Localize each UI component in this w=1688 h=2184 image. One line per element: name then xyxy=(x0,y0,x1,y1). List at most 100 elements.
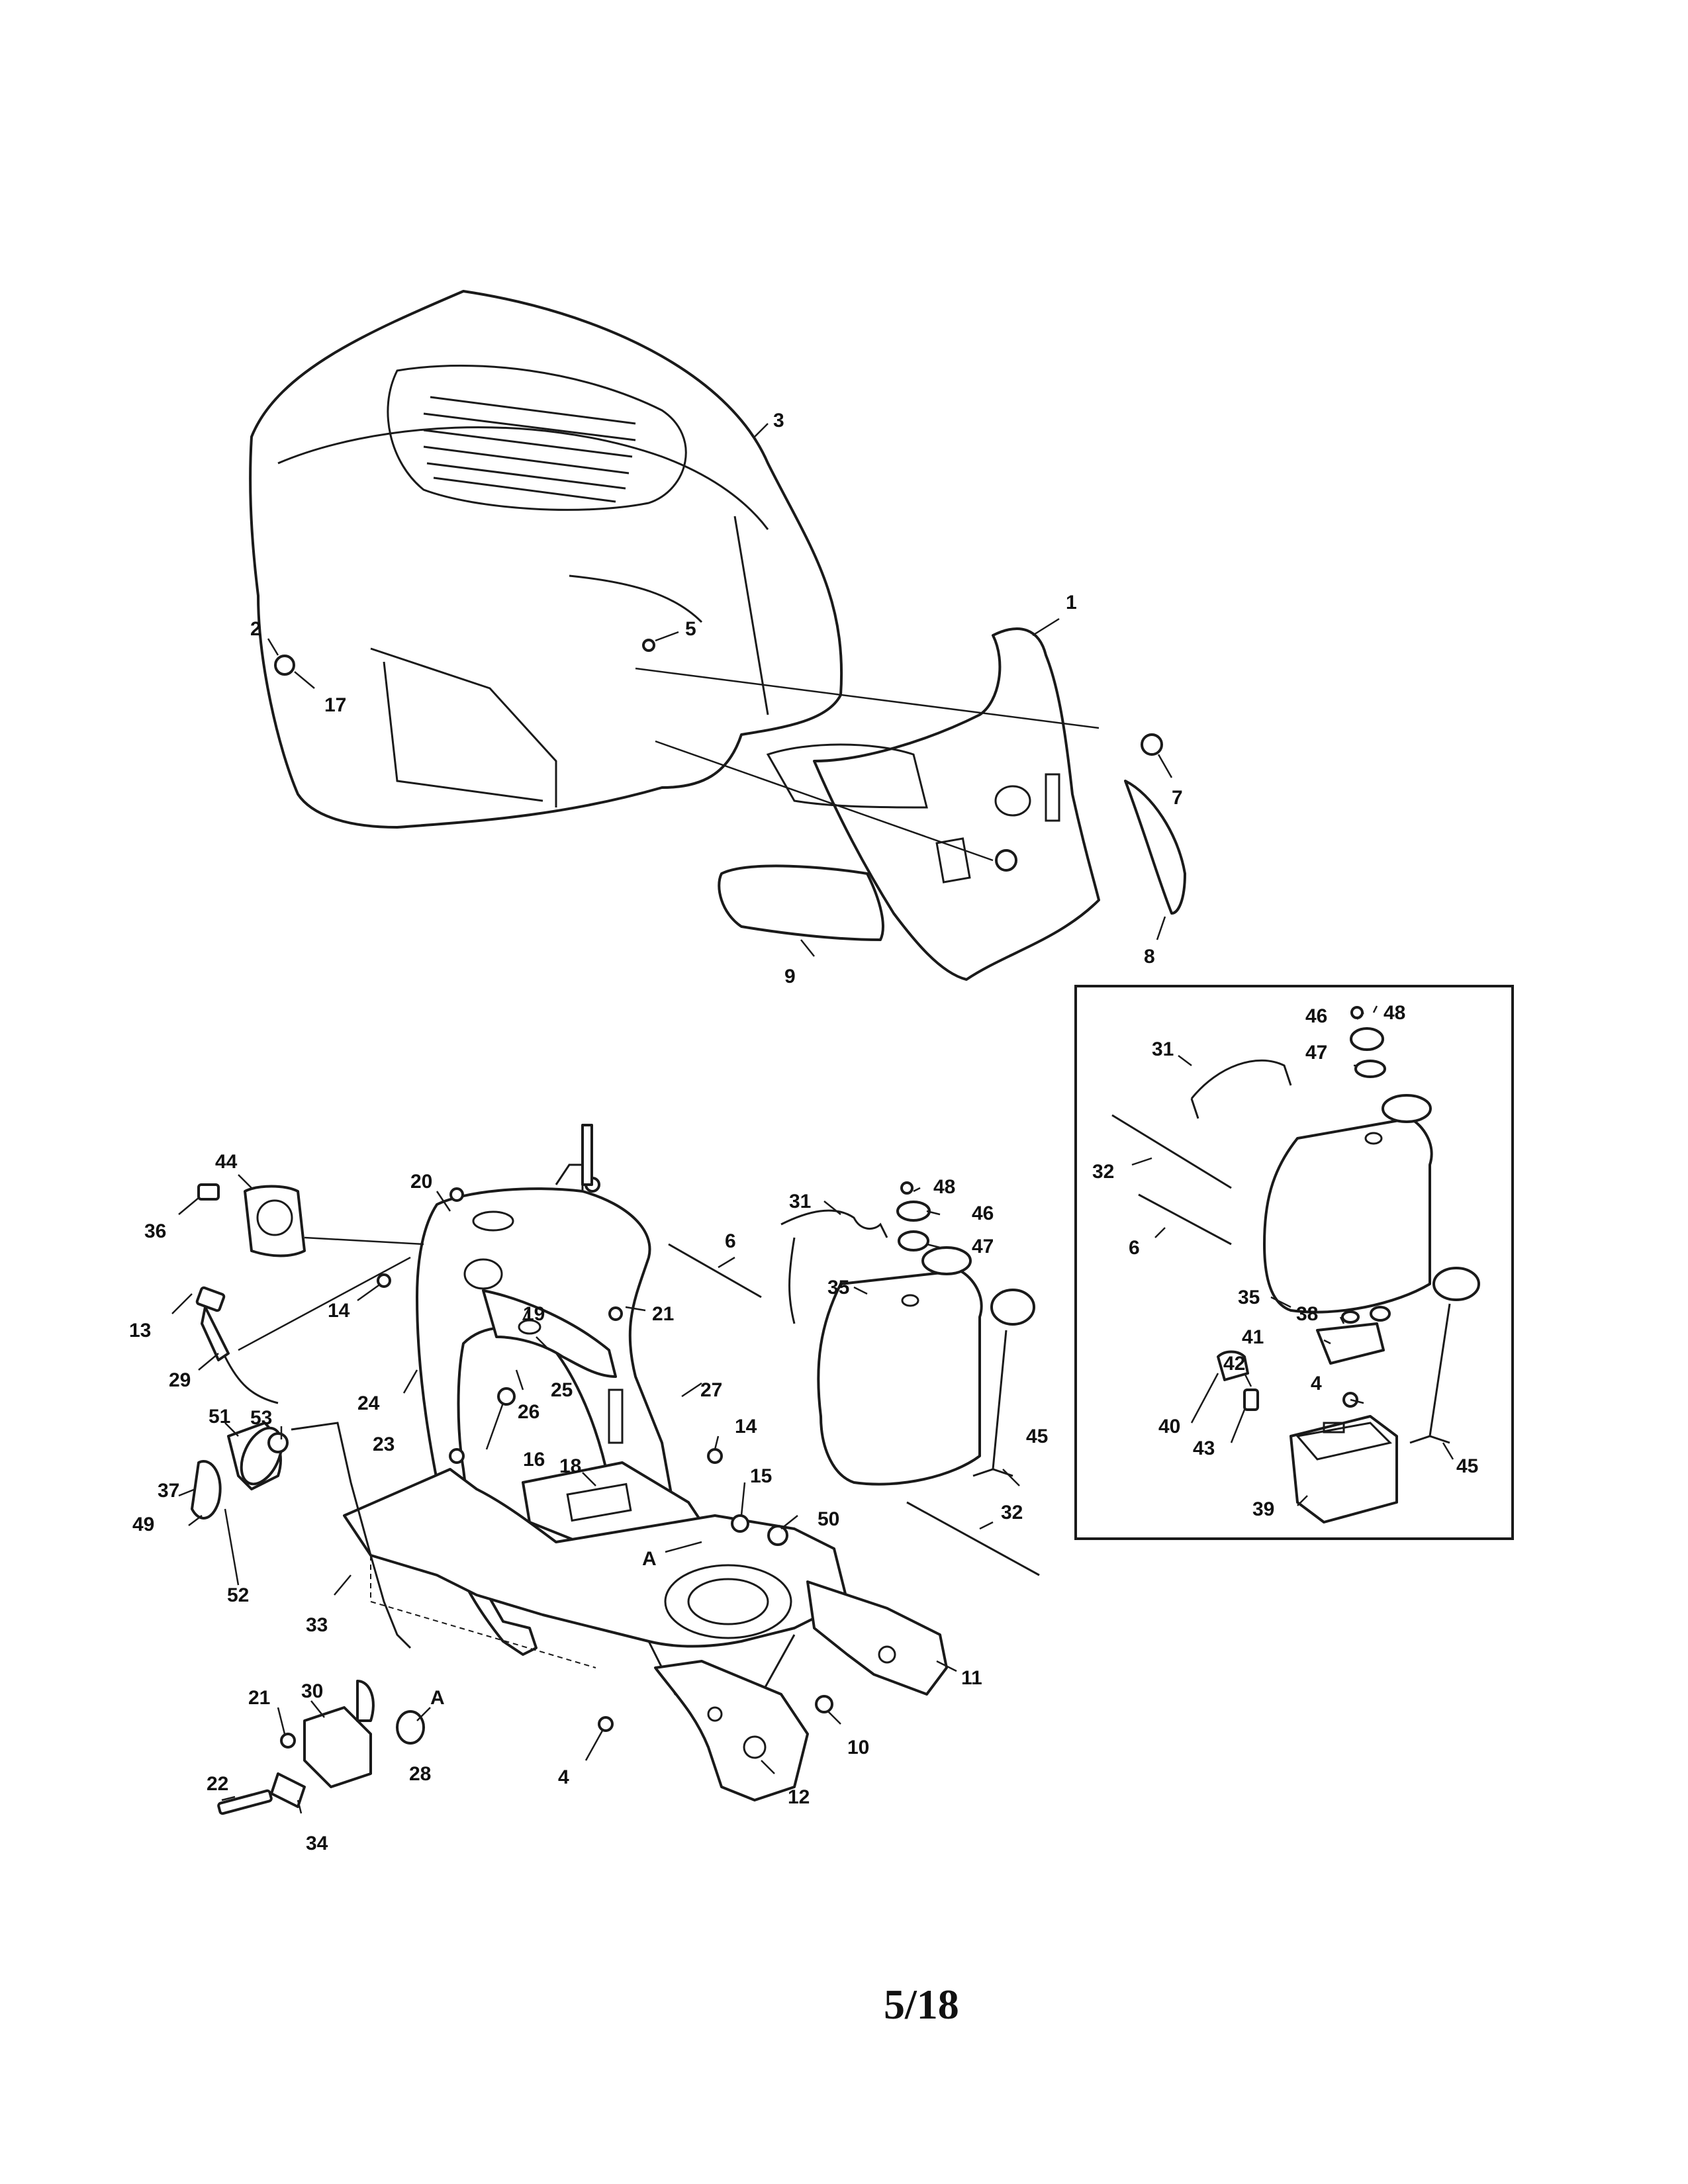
callout-45: 45 xyxy=(1026,1426,1048,1447)
callout-48: 48 xyxy=(933,1176,955,1198)
callout-49: 49 xyxy=(132,1514,154,1535)
page-number: 5/18 xyxy=(884,1981,959,2028)
callout-33: 33 xyxy=(306,1614,328,1636)
inset-callout-40: 40 xyxy=(1158,1416,1180,1437)
inset-leaders xyxy=(1131,1005,1454,1506)
fuel-cap-parts xyxy=(896,1181,931,1251)
inset-fuel-line xyxy=(1190,1059,1292,1119)
callout-20: 20 xyxy=(410,1171,432,1193)
callout-13: 13 xyxy=(129,1320,151,1342)
inset-callout-48: 48 xyxy=(1383,1002,1405,1024)
callout-31: 31 xyxy=(789,1191,811,1212)
callout-19: 19 xyxy=(523,1303,545,1325)
callout-15: 15 xyxy=(750,1465,772,1487)
hood xyxy=(249,290,843,829)
callout-10: 10 xyxy=(847,1737,869,1758)
callout-36: 36 xyxy=(144,1220,166,1242)
inset-callout-39: 39 xyxy=(1252,1498,1274,1520)
callout-32: 32 xyxy=(1001,1502,1023,1524)
inset-callout-45: 45 xyxy=(1456,1455,1478,1477)
throttle-lever xyxy=(195,1286,279,1404)
hood-vents xyxy=(423,396,636,503)
callout-53: 53 xyxy=(250,1407,272,1429)
fuel-leaders xyxy=(823,1187,1020,1530)
callout-34: 34 xyxy=(306,1833,328,1854)
callout-26: 26 xyxy=(518,1401,539,1423)
callout-52: 52 xyxy=(227,1584,249,1606)
callout-37: 37 xyxy=(158,1480,179,1502)
callout-17: 17 xyxy=(324,694,346,716)
callout-6: 6 xyxy=(725,1230,736,1252)
callout-24: 24 xyxy=(357,1392,380,1414)
callout-7: 7 xyxy=(1172,787,1183,809)
small-hardware-hood xyxy=(274,639,1163,872)
inset-callout-43: 43 xyxy=(1193,1437,1215,1459)
callout-25: 25 xyxy=(551,1379,573,1401)
callout-4: 4 xyxy=(558,1766,569,1788)
callout-35: 35 xyxy=(827,1277,849,1298)
callout-27: 27 xyxy=(700,1379,722,1401)
callout-14a: 14 xyxy=(328,1300,350,1322)
callout-3: 3 xyxy=(773,410,784,432)
dash-support-bracket xyxy=(482,1289,617,1378)
inset-cable-ties xyxy=(1111,1114,1232,1246)
callout-14b: 14 xyxy=(735,1416,757,1437)
callout-2: 2 xyxy=(250,618,261,640)
fuel-tank xyxy=(817,1246,983,1486)
rear-axle-bracket xyxy=(654,1660,809,1801)
callout-30: 30 xyxy=(301,1680,323,1702)
callout-47: 47 xyxy=(972,1236,994,1257)
inset-callout-35: 35 xyxy=(1238,1287,1260,1308)
callout-28: 28 xyxy=(409,1763,431,1785)
inset-callout-46: 46 xyxy=(1305,1005,1327,1027)
fuel-line xyxy=(780,1209,888,1324)
callout-A1: A xyxy=(642,1548,657,1570)
callout-1: 1 xyxy=(1066,592,1077,614)
callout-11: 11 xyxy=(961,1667,982,1689)
callout-21a: 21 xyxy=(652,1303,674,1325)
grille-panel xyxy=(766,627,1100,981)
headlight-lens xyxy=(718,864,884,941)
callout-9: 9 xyxy=(784,966,796,987)
inset-callout-31: 31 xyxy=(1152,1038,1174,1060)
inset-cap-parts xyxy=(1350,1006,1386,1078)
callout-5: 5 xyxy=(685,618,696,640)
seat-spring-pivot xyxy=(191,1422,289,1520)
shift-rod xyxy=(291,1422,412,1649)
inset-battery xyxy=(1289,1415,1398,1524)
cable-tie-6 xyxy=(668,1243,762,1298)
callout-A2: A xyxy=(430,1687,445,1709)
inset-callout-6: 6 xyxy=(1129,1237,1140,1259)
side-trim xyxy=(1124,780,1186,915)
callout-16: 16 xyxy=(523,1449,545,1471)
callout-12: 12 xyxy=(788,1786,810,1808)
fuel-gauge-cap xyxy=(972,1289,1035,1477)
callout-22: 22 xyxy=(207,1773,228,1795)
callout-50: 50 xyxy=(818,1508,839,1530)
callout-46: 46 xyxy=(972,1203,994,1224)
throttle-bracket xyxy=(197,1183,306,1257)
inset-callout-4: 4 xyxy=(1311,1373,1322,1394)
side-bracket-right xyxy=(806,1580,948,1696)
inset-callout-41: 41 xyxy=(1242,1326,1264,1348)
inset-fuel-tank xyxy=(1263,1094,1433,1314)
inset-callout-38: 38 xyxy=(1296,1303,1318,1325)
callout-8: 8 xyxy=(1144,946,1155,968)
frame-hardware xyxy=(377,1124,833,1732)
hood-leaders xyxy=(267,423,1173,957)
inset-box xyxy=(1074,985,1514,1540)
callout-23: 23 xyxy=(373,1433,395,1455)
inset-callout-32: 32 xyxy=(1092,1161,1114,1183)
callout-labels: 3 1 2 5 17 7 8 9 44 36 13 29 20 14 19 21… xyxy=(129,410,1478,1854)
frame-leaders xyxy=(171,1174,957,1814)
pedal-bracket-lower xyxy=(217,1680,425,1815)
callout-18: 18 xyxy=(559,1455,581,1477)
inset-callout-42: 42 xyxy=(1223,1353,1245,1375)
inset-fuel-gauge-cap xyxy=(1409,1267,1480,1444)
callout-51: 51 xyxy=(209,1406,230,1428)
cable-tie-32 xyxy=(906,1501,1040,1576)
callout-21b: 21 xyxy=(248,1687,270,1709)
callout-44: 44 xyxy=(215,1151,238,1173)
callout-29: 29 xyxy=(169,1369,191,1391)
